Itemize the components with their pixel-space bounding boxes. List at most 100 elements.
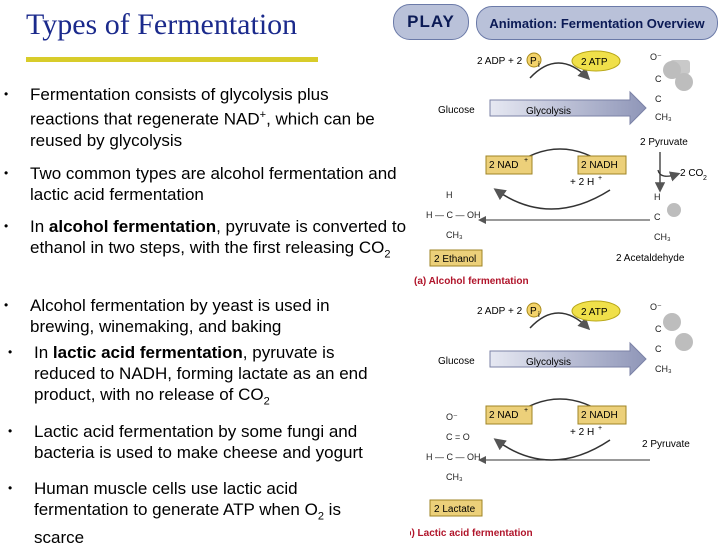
panel-alcohol-fermentation: 2 ADP + 2 P i 2 ATP Glucose Glycolysis O… bbox=[414, 50, 707, 287]
bullet-item: • Fermentation consists of glycolysis pl… bbox=[4, 84, 395, 151]
bullet-item: • Two common types are alcohol fermentat… bbox=[4, 163, 425, 205]
pi-subscript: i bbox=[538, 60, 540, 69]
pi-badge: P bbox=[526, 52, 542, 68]
bullet-bold: lactic acid fermentation bbox=[52, 343, 243, 362]
bullet-dot-icon: • bbox=[4, 166, 9, 180]
atp-badge bbox=[571, 50, 621, 72]
svg-text:C = O: C = O bbox=[446, 432, 470, 442]
glycolysis-label-b: Glycolysis bbox=[526, 357, 571, 368]
atp-label: 2 ATP bbox=[581, 57, 608, 68]
glycolysis-label: Glycolysis bbox=[526, 106, 571, 117]
nad-arc-bottom bbox=[493, 188, 611, 210]
bullet-dot-icon: • bbox=[4, 87, 9, 101]
panel-lactic-acid-fermentation: 2 ADP + 2 P i 2 ATP Glucose Glycolysis O… bbox=[410, 300, 693, 539]
pi-subscript-b: i bbox=[538, 310, 540, 319]
nadh-box-b bbox=[577, 405, 627, 425]
nad-box bbox=[485, 155, 533, 175]
bullet-text: Lactic acid fermentation by some fungi a… bbox=[34, 422, 363, 462]
nad-label: 2 NAD bbox=[489, 160, 518, 171]
atp-arc-b bbox=[529, 312, 591, 331]
play-button[interactable]: PLAY bbox=[393, 4, 469, 40]
pyruvate-molecule: O⁻ C C CH₃ bbox=[650, 52, 693, 122]
acetaldehyde-label: 2 Acetaldehyde bbox=[616, 253, 685, 264]
svg-text:CH₃: CH₃ bbox=[446, 472, 463, 482]
svg-text:C: C bbox=[655, 344, 662, 354]
bullet-dot-icon: • bbox=[4, 298, 9, 312]
lactate-molecule: O⁻ C = O H — C — OH CH₃ bbox=[426, 412, 481, 482]
pyruvate-label: 2 Pyruvate bbox=[640, 137, 688, 148]
animation-fermentation-overview-button[interactable]: Animation: Fermentation Overview bbox=[476, 6, 718, 40]
svg-text:O⁻: O⁻ bbox=[446, 412, 458, 422]
bullet-item: • In lactic acid fermentation, pyruvate … bbox=[8, 342, 389, 412]
nadh-label: 2 NADH bbox=[581, 160, 618, 171]
bullet-sub: 2 bbox=[384, 248, 391, 261]
pi-badge-b: P bbox=[526, 302, 542, 318]
svg-text:C: C bbox=[655, 74, 662, 84]
nad-box-b bbox=[485, 405, 533, 425]
ethanol-molecule: H H — C — OH CH₃ bbox=[426, 190, 481, 240]
svg-text:CH₃: CH₃ bbox=[654, 232, 671, 242]
nad-sup: + bbox=[524, 157, 528, 164]
svg-text:C: C bbox=[654, 212, 661, 222]
bullet-sup: + bbox=[259, 109, 267, 121]
glycolysis-arrow bbox=[489, 90, 647, 126]
adp-label: 2 ADP + 2 bbox=[477, 56, 523, 67]
bullet-dot-icon: • bbox=[4, 219, 9, 233]
svg-text:H — C — OH: H — C — OH bbox=[426, 452, 481, 462]
bullet-text: Alcohol fermentation by yeast is used in… bbox=[30, 296, 330, 336]
bullet-text: , which can be reused by glycolysis bbox=[30, 109, 375, 150]
bullet-text: Fermentation consists of glycolysis plus… bbox=[30, 85, 329, 129]
fermentation-diagram: 2 ADP + 2 P i 2 ATP Glucose Glycolysis O… bbox=[410, 50, 707, 539]
bullet-text: In bbox=[34, 343, 53, 362]
svg-text:CH₃: CH₃ bbox=[655, 364, 672, 374]
pyruvate-label-b: 2 Pyruvate bbox=[642, 439, 690, 450]
bullet-text: In bbox=[30, 217, 49, 236]
svg-text:CH₃: CH₃ bbox=[655, 112, 672, 122]
bullet-item: • Lactic acid fermentation by some fungi… bbox=[8, 421, 389, 463]
caption-b: (b) Lactic acid fermentation bbox=[410, 528, 533, 539]
nad-arc-bottom-b bbox=[493, 438, 611, 461]
co2-arrow bbox=[657, 169, 681, 182]
fermentation-figure: 2 ADP + 2 P i 2 ATP Glucose Glycolysis O… bbox=[410, 40, 720, 540]
lactate-label: 2 Lactate bbox=[434, 504, 476, 515]
atp-arc bbox=[529, 62, 591, 81]
h-sup-b: + bbox=[598, 425, 602, 432]
co2-sub: 2 bbox=[703, 175, 707, 182]
ethanol-label: 2 Ethanol bbox=[434, 254, 476, 265]
bullet-text: , pyruvate is reduced to NADH, forming l… bbox=[34, 343, 368, 404]
bullet-item: • In alcohol fermentation, pyruvate is c… bbox=[4, 216, 415, 265]
h-label-b: + 2 H bbox=[570, 427, 594, 438]
lactate-box bbox=[429, 499, 483, 517]
bullet-sub: 2 bbox=[263, 395, 270, 408]
co2-label: 2 CO bbox=[680, 168, 704, 179]
bullet-text: Two common types are alcohol fermentatio… bbox=[30, 164, 397, 204]
glucose-label-b: Glucose bbox=[438, 356, 475, 367]
svg-text:O⁻: O⁻ bbox=[650, 52, 662, 62]
svg-text:H — C — OH: H — C — OH bbox=[426, 210, 481, 220]
bullet-bold: alcohol fermentation bbox=[48, 217, 217, 236]
svg-text:C: C bbox=[655, 324, 662, 334]
title-underline bbox=[26, 57, 318, 62]
h-label: + 2 H bbox=[570, 177, 594, 188]
atp-badge-b bbox=[571, 300, 621, 322]
h-sup: + bbox=[598, 175, 602, 182]
svg-text:P: P bbox=[530, 306, 537, 317]
glucose-label: Glucose bbox=[438, 105, 475, 116]
bullet-sub: 2 bbox=[317, 510, 324, 523]
nadh-label-b: 2 NADH bbox=[581, 410, 618, 421]
pyruvate-molecule-b: O⁻ C C CH₃ bbox=[650, 302, 693, 374]
glycolysis-arrow-b bbox=[489, 341, 647, 377]
bullet-text: Human muscle cells use lactic acid ferme… bbox=[34, 479, 318, 519]
slide-title: Types of Fermentation bbox=[26, 8, 298, 41]
bullet-item: • Human muscle cells use lactic acid fer… bbox=[8, 478, 379, 548]
bullet-item: • Alcohol fermentation by yeast is used … bbox=[4, 295, 390, 337]
caption-a: (a) Alcohol fermentation bbox=[414, 276, 529, 287]
svg-text:H: H bbox=[654, 192, 661, 202]
svg-text:CH₃: CH₃ bbox=[446, 230, 463, 240]
nad-label-b: 2 NAD bbox=[489, 410, 518, 421]
nadh-box bbox=[577, 155, 627, 175]
svg-text:C: C bbox=[655, 94, 662, 104]
atp-label-b: 2 ATP bbox=[581, 307, 608, 318]
acetaldehyde-molecule: H C CH₃ bbox=[654, 192, 681, 242]
nad-sup-b: + bbox=[524, 407, 528, 414]
